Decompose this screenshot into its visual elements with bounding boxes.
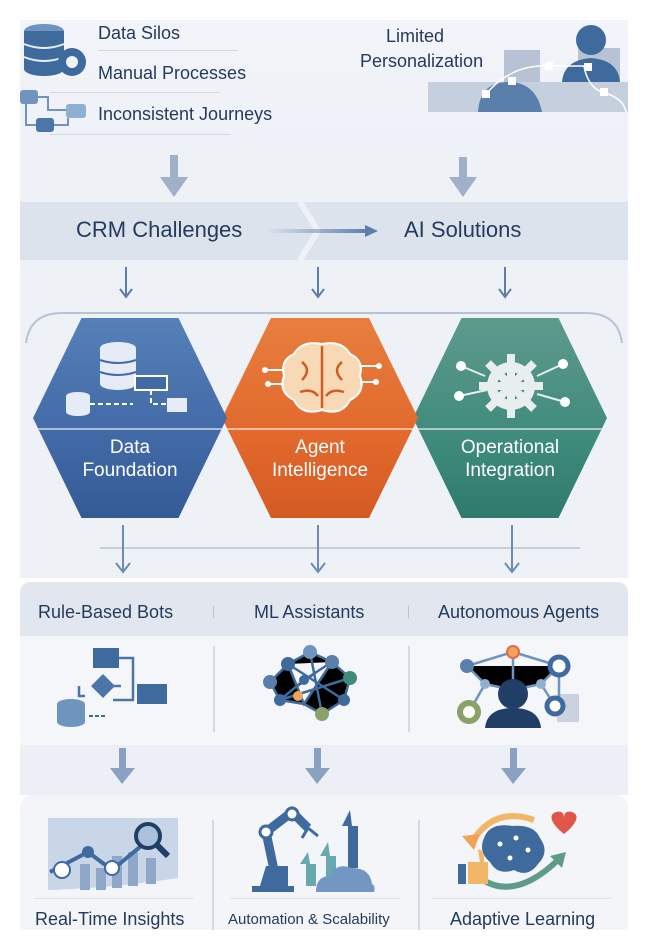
- connector-arrows: [100, 525, 580, 574]
- agent-types-header: [20, 582, 628, 636]
- arrow-down-icon: [119, 267, 133, 299]
- crm-challenges-label: CRM Challenges: [76, 217, 243, 242]
- arrow-right-icon: [265, 225, 378, 237]
- gear-network-icon: [454, 354, 570, 418]
- flowchart-icon: [57, 648, 167, 727]
- arrow-down-icon: [449, 157, 477, 197]
- chart-magnifier-icon: [48, 818, 178, 890]
- divider: [50, 134, 230, 135]
- challenge-data-silos: Data Silos: [98, 23, 181, 43]
- challenge-inconsistent-journeys: Inconsistent Journeys: [98, 104, 273, 124]
- pillar-label-line: Operational: [460, 437, 560, 458]
- divider: [408, 646, 410, 732]
- agent-type-ml-assistants: ML Assistants: [254, 602, 365, 622]
- journey-flow-icon: [20, 90, 86, 132]
- divider: [213, 606, 214, 618]
- agent-network-icon: [457, 645, 579, 728]
- pillar-label-line: Foundation: [82, 460, 178, 481]
- arrow-down-icon: [160, 155, 188, 197]
- agent-type-autonomous-agents: Autonomous Agents: [438, 602, 600, 622]
- pillar-label-line: Data: [109, 437, 151, 458]
- brain-cycle-icon: [458, 811, 577, 890]
- challenge-manual-processes: Manual Processes: [98, 63, 247, 83]
- divider: [432, 898, 612, 899]
- divider: [50, 92, 220, 93]
- bracket-line: [25, 312, 623, 344]
- divider: [34, 898, 194, 899]
- benefit-adaptive-learning: Adaptive Learning: [450, 909, 596, 929]
- database-gear-icon: [23, 24, 86, 76]
- benefit-real-time-insights: Real-Time Insights: [35, 909, 185, 929]
- divider: [212, 820, 214, 930]
- benefit-automation-scalability: Automation & Scalability: [228, 911, 390, 928]
- robot-arm-icon: [252, 806, 375, 892]
- brain-circuit-icon: [262, 342, 382, 413]
- divider: [33, 428, 227, 430]
- arrow-down-icon: [311, 267, 325, 299]
- divider: [230, 898, 400, 899]
- personalization-line-2: Personalization: [360, 51, 484, 71]
- pillar-label-line: Integration: [465, 460, 555, 481]
- divider: [408, 606, 409, 618]
- benefit-arrows: [110, 748, 526, 784]
- personalization-line-1: Limited: [385, 26, 445, 46]
- divider: [418, 820, 420, 930]
- arrow-down-icon: [498, 267, 512, 299]
- challenge-limited-personalization: Limited Personalization: [360, 24, 484, 74]
- neural-network-icon: [263, 645, 357, 721]
- agent-type-rule-based-bots: Rule-Based Bots: [38, 602, 174, 622]
- divider: [213, 646, 215, 732]
- divider: [413, 428, 607, 430]
- pillar-label-line: Agent: [295, 437, 345, 458]
- divider: [98, 50, 238, 51]
- database-flow-icon: [66, 342, 187, 416]
- divider: [222, 428, 418, 430]
- user-journey-icon: [428, 25, 628, 112]
- pillar-label-line: Intelligence: [271, 460, 369, 481]
- ai-solutions-label: AI Solutions: [404, 217, 522, 242]
